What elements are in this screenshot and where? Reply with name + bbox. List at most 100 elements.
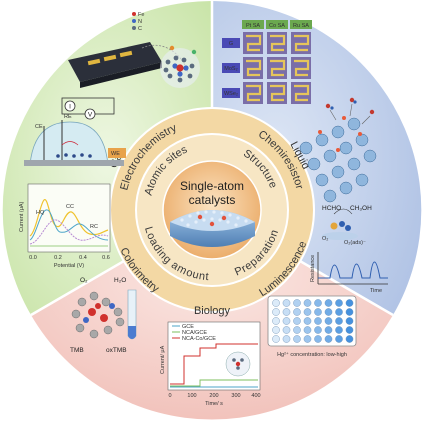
biology-sector: [31, 210, 393, 420]
meter-v: V: [88, 112, 93, 119]
well: [335, 299, 343, 307]
amperometry-xlabel: Time/ s: [205, 401, 223, 407]
row-wse2: WSe₂: [224, 91, 238, 97]
catalyst-slab: [170, 210, 255, 247]
well: [314, 308, 322, 316]
atick-4: 400: [251, 393, 260, 399]
sensing-xlabel: Time: [370, 288, 382, 294]
peak-cc: CC: [66, 204, 74, 210]
voltammetry-xlabel: Potential (V): [54, 263, 84, 269]
well: [345, 335, 354, 343]
well: [303, 308, 312, 316]
amperometry-ylabel: Current/ μA: [160, 345, 166, 374]
well: [282, 308, 291, 316]
crystal-lattice: [299, 97, 377, 203]
well: [324, 335, 333, 343]
voltammetry-chart: HQ CC RC Current (μA) 0.0 0.2 0.4 0.6 Po…: [19, 183, 111, 269]
well: [314, 335, 322, 343]
sa-grid: Pt SA Co SA Ru SA G MoS₂ WSe₂: [222, 20, 312, 104]
well-grid: [272, 299, 354, 343]
row-mos2: MoS₂: [224, 66, 237, 72]
well: [303, 335, 312, 343]
electrochemical-cell: I V CE RE WE: [24, 97, 126, 166]
sector-title-biology: Biology: [194, 305, 231, 317]
peak-rc: RC: [90, 224, 98, 230]
species-o2: O₂: [322, 236, 328, 242]
vtick-1: 0.2: [54, 255, 62, 261]
well: [303, 299, 312, 307]
well: [272, 317, 280, 325]
device-illustration: Fe N C: [68, 12, 200, 88]
well: [314, 299, 322, 307]
electrode-we: WE: [111, 151, 120, 157]
amperometry-chart: GCE NCA/GCE NCA-Co/GCE Current/ μA 0 100…: [160, 321, 261, 407]
well: [272, 335, 280, 343]
sa-lattice: [160, 45, 200, 88]
well: [345, 326, 354, 334]
well: [324, 317, 333, 325]
sensing-panel: HCHO CH₃OH O₂ O₂(ads)⁻ Resistance Time: [310, 205, 388, 294]
well: [314, 326, 322, 334]
legend-c: C: [138, 26, 142, 32]
well: [293, 317, 301, 325]
electrode-re: RE: [64, 114, 72, 120]
col-ru-sa: Ru SA: [293, 23, 309, 29]
well: [345, 308, 354, 316]
species-o2-bio: O₂: [80, 277, 88, 284]
legend-gce: GCE: [182, 324, 194, 330]
voltammetry-ylabel: Current (μA): [19, 201, 25, 232]
well: [282, 317, 291, 325]
well: [335, 326, 343, 334]
amperometry-legend: GCE NCA/GCE NCA-Co/GCE: [172, 324, 216, 342]
well: [314, 317, 322, 325]
well: [335, 308, 343, 316]
vtick-0: 0.0: [29, 255, 37, 261]
well: [293, 299, 301, 307]
atick-2: 200: [209, 393, 218, 399]
well: [324, 308, 333, 316]
well: [303, 317, 312, 325]
well-plate: Hg²⁺ concentration: low-high: [267, 295, 357, 358]
species-oxtmb: oxTMB: [106, 347, 127, 354]
well: [324, 326, 333, 334]
well: [345, 317, 354, 325]
atick-1: 100: [187, 393, 196, 399]
species-ch3oh: CH₃OH: [350, 205, 372, 212]
well: [303, 326, 312, 334]
voltage-meter: [84, 108, 96, 120]
colorimetry-illustration: O₂ H₂O TMB oxTMB: [70, 277, 137, 354]
well: [293, 326, 301, 334]
well: [293, 335, 301, 343]
well: [282, 326, 291, 334]
vtick-3: 0.6: [102, 255, 110, 261]
row-g: G: [229, 41, 233, 47]
well: [293, 308, 301, 316]
peak-hq: HQ: [36, 210, 45, 216]
species-hcho: HCHO: [322, 205, 341, 212]
species-o2-ads: O₂(ads)⁻: [344, 240, 366, 246]
well: [345, 299, 354, 307]
legend-nca-co-gce: NCA-Co/GCE: [182, 336, 216, 342]
sensing-ylabel: Resistance: [310, 255, 316, 282]
legend-n: N: [138, 19, 142, 25]
well: [282, 335, 291, 343]
legend-nca-gce: NCA/GCE: [182, 330, 207, 336]
element-legend: Fe N C: [132, 12, 144, 32]
atick-0: 0: [168, 393, 171, 399]
well: [272, 308, 280, 316]
well: [272, 299, 280, 307]
well-plate-caption: Hg²⁺ concentration: low-high: [277, 351, 347, 358]
well: [335, 335, 343, 343]
col-co-sa: Co SA: [269, 23, 285, 29]
current-meter: [64, 100, 76, 112]
col-pt-sa: Pt SA: [246, 23, 260, 29]
well: [324, 299, 333, 307]
legend-fe: Fe: [138, 12, 144, 18]
well: [282, 299, 291, 307]
well: [335, 317, 343, 325]
center-title-line1: Single-atom: [180, 179, 244, 193]
species-h2o: H₂O: [114, 277, 126, 284]
meter-i: I: [69, 104, 71, 111]
vtick-2: 0.4: [79, 255, 87, 261]
